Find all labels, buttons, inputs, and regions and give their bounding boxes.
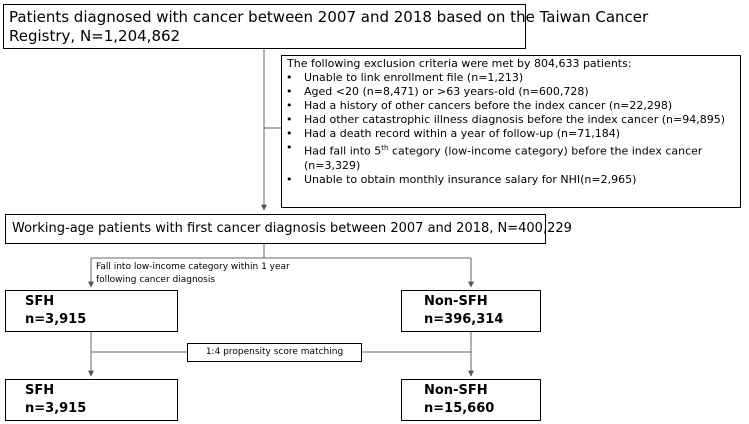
ordinal-superscript: th: [381, 144, 389, 152]
nonsfh-box-after-matching: Non-SFH n=15,660: [401, 379, 541, 421]
exclusion-item: Had a death record within a year of foll…: [283, 127, 725, 141]
exclusion-item: Unable to obtain monthly insurance salar…: [283, 173, 725, 187]
sfh-label: SFH: [25, 383, 55, 398]
top-box-line-2: Registry, N=1,204,862: [9, 27, 181, 45]
sfh-label: SFH: [25, 294, 55, 309]
exclusion-item: Had other catastrophic illness diagnosis…: [283, 113, 725, 127]
matching-text: 1:4 propensity score matching: [205, 347, 344, 357]
nonsfh-label: Non-SFH: [424, 294, 488, 309]
nonsfh-box-before-matching: Non-SFH n=396,314: [401, 290, 541, 332]
sfh-count: n=3,915: [25, 401, 87, 416]
nonsfh-count: n=396,314: [424, 312, 504, 327]
nonsfh-label: Non-SFH: [424, 383, 488, 398]
exclusion-item-fifth-category: Had fall into 5th category (low-income c…: [283, 141, 725, 173]
exclusion-item-text: Had a history of other cancers before th…: [304, 99, 673, 112]
sfh-box-after-matching: SFH n=3,915: [5, 379, 178, 421]
exclusion-item-text: Had a death record within a year of foll…: [304, 127, 620, 140]
exclusion-list: Unable to link enrollment file (n=1,213)…: [283, 71, 725, 187]
exclusion-item-count: (n=3,329): [304, 158, 361, 172]
working-age-box: Working-age patients with first cancer d…: [5, 214, 572, 244]
exclusion-item-text: Had other catastrophic illness diagnosis…: [304, 113, 725, 126]
nonsfh-count: n=15,660: [424, 401, 495, 416]
exclusion-header: The following exclusion criteria were me…: [287, 57, 632, 70]
exclusion-item: Unable to link enrollment file (n=1,213): [283, 71, 725, 85]
exclusion-item-text: category (low-income category) before th…: [388, 144, 703, 158]
exclusion-item-text: Unable to link enrollment file (n=1,213): [304, 71, 524, 84]
exclusion-item-text: Aged <20 (n=8,471) or >63 years-old (n=6…: [304, 85, 589, 98]
exclusion-item: Aged <20 (n=8,471) or >63 years-old (n=6…: [283, 85, 725, 99]
top-box-line-1: Patients diagnosed with cancer between 2…: [9, 8, 649, 26]
sfh-count: n=3,915: [25, 312, 87, 327]
exclusion-item: Had a history of other cancers before th…: [283, 99, 725, 113]
top-population-box: Patients diagnosed with cancer between 2…: [3, 4, 648, 49]
exclusion-item-text: Had fall into 5: [304, 144, 382, 158]
exclusion-item-text: Unable to obtain monthly insurance salar…: [304, 172, 637, 186]
split-label-line-1: Fall into low-income category within 1 y…: [96, 262, 290, 272]
working-age-text: Working-age patients with first cancer d…: [12, 221, 572, 236]
sfh-box-before-matching: SFH n=3,915: [5, 290, 178, 332]
propensity-matching-box: 1:4 propensity score matching: [187, 343, 362, 362]
split-label-line-2: following cancer diagnosis: [96, 275, 216, 285]
